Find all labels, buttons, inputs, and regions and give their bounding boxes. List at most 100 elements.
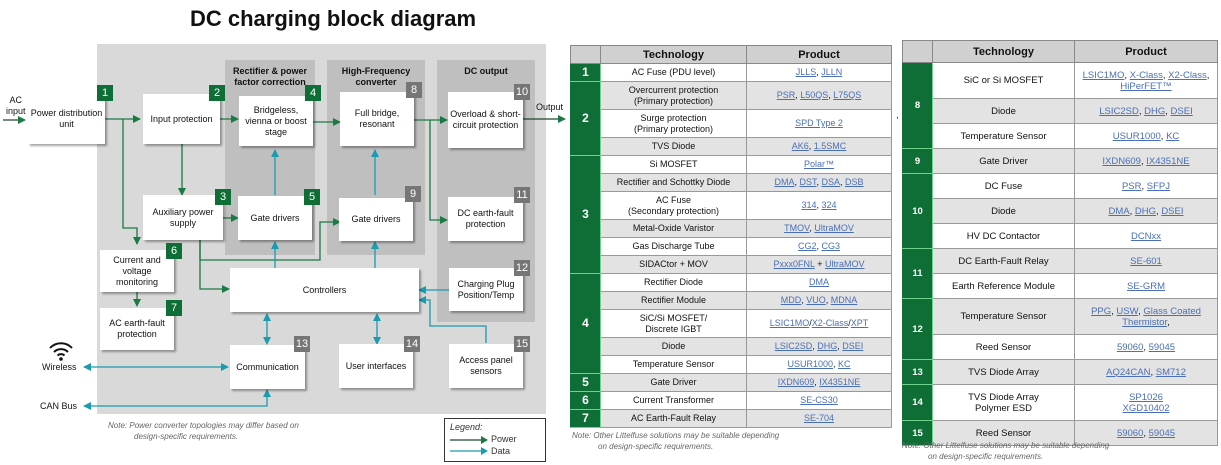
legend: Legend: Power Data (444, 418, 546, 462)
product-link[interactable]: JLLN (821, 67, 843, 77)
product-link[interactable]: HiPerFET™ (1120, 80, 1172, 92)
product-link[interactable]: CG3 (821, 241, 841, 251)
note-prefix: Note: (108, 421, 128, 430)
legend-title: Legend: (450, 422, 483, 432)
group-number: 6 (570, 391, 601, 410)
product-link[interactable]: IXDN609 (777, 377, 815, 387)
product-link[interactable]: KC (838, 359, 851, 369)
product-link[interactable]: Polar™ (803, 159, 834, 169)
product-link[interactable]: AQ24CAN (1106, 366, 1151, 378)
product-link[interactable]: XPT (850, 318, 869, 328)
product-link[interactable]: JLLS (795, 67, 817, 77)
block-input-protection[interactable]: Input protection (143, 94, 220, 144)
product-link[interactable]: SFPJ (1146, 180, 1171, 192)
product-link[interactable]: UltraMOV (814, 223, 854, 233)
product-link[interactable]: PSR (776, 90, 796, 100)
product-link[interactable]: DHG (817, 341, 838, 351)
product-link[interactable]: 324 (821, 200, 837, 210)
product-link[interactable]: 59060 (1116, 341, 1144, 353)
product-link[interactable]: USUR1000 (787, 359, 833, 369)
product-link[interactable]: XGD10402 (1122, 402, 1170, 414)
product-link[interactable]: IX4351NE (1146, 155, 1190, 167)
product-link[interactable]: KC (1166, 130, 1180, 142)
block-controllers[interactable]: Controllers (230, 268, 419, 312)
block-gate-drivers-5[interactable]: Gate drivers (238, 196, 312, 240)
product-link[interactable]: DSA (821, 177, 841, 187)
product-link[interactable]: LSIC2SD (1099, 105, 1139, 117)
product-link[interactable]: X2-Class (1168, 69, 1207, 81)
block-auxiliary-power-supply[interactable]: Auxiliary power supply (143, 195, 223, 240)
block-power-distribution-unit[interactable]: Power distribution unit (28, 94, 105, 144)
product-link[interactable]: DSEI (1170, 105, 1193, 117)
product-link[interactable]: MDNA (830, 295, 858, 305)
product-link[interactable]: 59060 (1116, 427, 1144, 439)
badge-2: 2 (209, 85, 225, 101)
product-link[interactable]: 1.5SMC (813, 141, 847, 151)
wire-access-to-ctrl (418, 296, 487, 343)
product-link[interactable]: IXDN609 (1102, 155, 1141, 167)
note-prefix: Note: (572, 431, 592, 440)
product-link[interactable]: PPG (1091, 305, 1112, 317)
block-ac-earth-fault-protection[interactable]: AC earth-fault protection (100, 308, 174, 350)
product-link[interactable]: DHG (1134, 205, 1157, 217)
product-link[interactable]: L50QS (800, 90, 829, 100)
product-link[interactable]: SE-601 (1130, 255, 1162, 267)
block-full-bridge-resonant[interactable]: Full bridge, resonant (340, 92, 414, 146)
product-link[interactable]: LSIC1MO (1082, 69, 1125, 81)
product-link[interactable]: DSEI (1161, 205, 1184, 217)
product-link[interactable]: DSEI (842, 341, 864, 351)
product-link[interactable]: LSIC1MO (769, 318, 810, 328)
product-link[interactable]: AK6 (791, 141, 809, 151)
product-link[interactable]: DHG (1144, 105, 1166, 117)
product-link[interactable]: DCNxx (1130, 230, 1162, 242)
product-separator: , (801, 295, 807, 305)
product-link[interactable]: SPD Type 2 (795, 118, 843, 128)
product-link[interactable]: SE-GRM (1127, 280, 1165, 292)
product-link[interactable]: Pxxx0FNL (773, 259, 815, 269)
product-link[interactable]: 314 (801, 200, 817, 210)
product-link[interactable]: Glass Coated Thermistor (1122, 305, 1201, 328)
block-communication[interactable]: Communication (230, 345, 305, 389)
product-link[interactable]: UltraMOV (824, 259, 865, 269)
block-bridgeless-boost-stage[interactable]: Bridgeless, vienna or boost stage (239, 96, 313, 146)
product-link[interactable]: X-Class (1129, 69, 1163, 81)
block-current-voltage-monitoring[interactable]: Current and voltage monitoring (100, 250, 174, 292)
product-link[interactable]: MDD (780, 295, 802, 305)
product-link[interactable]: PSR (1121, 180, 1142, 192)
product-link[interactable]: USW (1116, 305, 1139, 317)
product-cell: 59060, 59045 (1074, 420, 1218, 446)
group-number: 1 (570, 63, 601, 82)
product-link[interactable]: L75QS (833, 90, 862, 100)
product-link[interactable]: 59045 (1148, 427, 1176, 439)
product-link[interactable]: CG2 (797, 241, 817, 251)
product-link[interactable]: 59045 (1148, 341, 1176, 353)
group-number: 11 (902, 248, 933, 299)
product-link[interactable]: DMA (809, 277, 829, 287)
product-link[interactable]: SM712 (1155, 366, 1186, 378)
block-dc-earth-fault-protection[interactable]: DC earth-fault protection (448, 197, 523, 241)
product-separator: / (848, 318, 851, 328)
block-overload-short-circuit[interactable]: Overload & short-circuit protection (448, 92, 523, 148)
block-access-panel-sensors[interactable]: Access panel sensors (449, 344, 523, 388)
technology-cell: AC Fuse (PDU level) (600, 63, 747, 82)
product-link[interactable]: VUO (806, 295, 826, 305)
product-link[interactable]: DST (799, 177, 817, 187)
product-link[interactable]: DSB (845, 177, 864, 187)
block-gate-drivers-9[interactable]: Gate drivers (339, 198, 413, 241)
product-link[interactable]: IX4351NE (819, 377, 861, 387)
product-link[interactable]: SE-CS30 (800, 395, 838, 405)
product-link[interactable]: LSIC2SD (774, 341, 813, 351)
block-charging-plug-position-temp[interactable]: Charging Plug Position/Temp (449, 268, 523, 311)
product-link[interactable]: DMA (1108, 205, 1130, 217)
product-link[interactable]: SP1026 (1129, 391, 1163, 403)
wire-canbus-comm (83, 389, 271, 410)
product-link[interactable]: USUR1000 (1112, 130, 1161, 142)
product-link[interactable]: TMOV (784, 223, 810, 233)
product-link[interactable]: X2-Class (811, 318, 849, 328)
block-user-interfaces[interactable]: User interfaces (339, 344, 413, 388)
product-link[interactable]: DMA (774, 177, 795, 187)
product-link[interactable]: SE-704 (803, 413, 835, 423)
